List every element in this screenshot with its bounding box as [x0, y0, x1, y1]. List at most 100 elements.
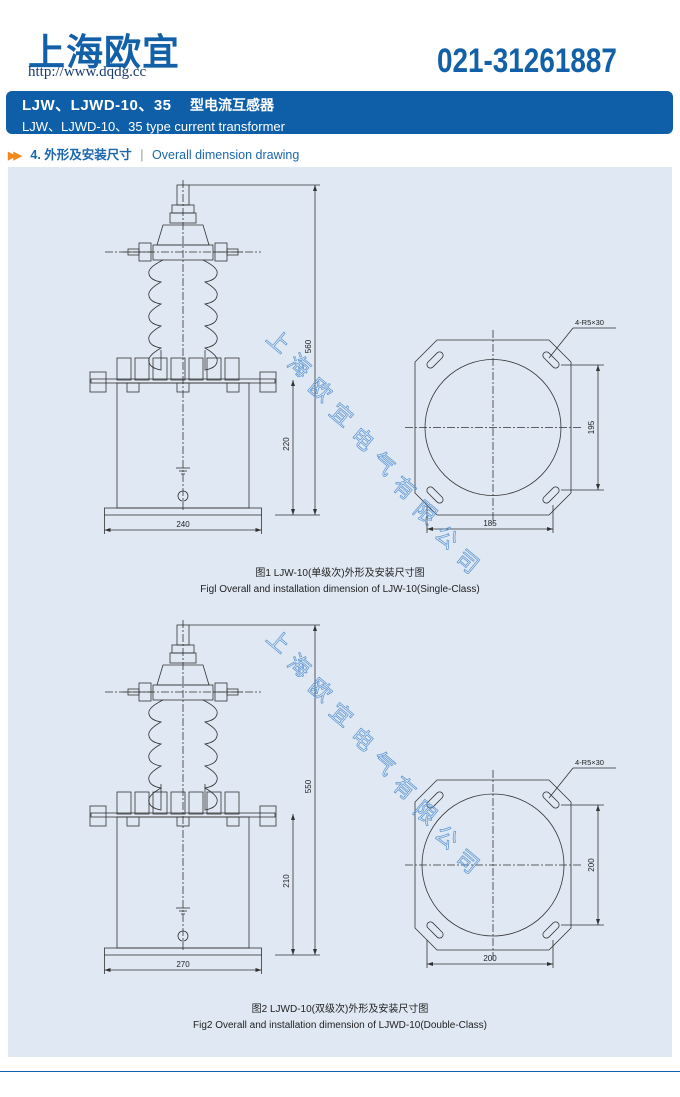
- figure-2: 550 210 270 200 200 4-R5×30 图2 LJWD-10(双…: [89, 620, 616, 1031]
- section-cn: 4. 外形及安装尺寸: [30, 148, 132, 162]
- secondary-terminal: [170, 357, 186, 381]
- insulator-cap: [156, 664, 210, 686]
- dim-plan-width: 185: [483, 519, 497, 528]
- title-bar: LJW、LJWD-10、35 型电流互感器 LJW、LJWD-10、35 typ…: [6, 91, 673, 134]
- terminal-nut: [138, 682, 152, 702]
- bolt: [89, 805, 107, 827]
- watermark-char: 海: [282, 650, 315, 683]
- drawing-line: [548, 767, 574, 799]
- watermark-char: 电: [345, 723, 378, 756]
- dim-box-height: 210: [282, 874, 291, 888]
- bolt: [226, 382, 240, 393]
- bottom-rule: [0, 1071, 680, 1072]
- watermark-char: 宜: [324, 399, 357, 432]
- secondary-terminal: [206, 357, 222, 381]
- caption-en: Figl Overall and installation dimension …: [200, 584, 479, 595]
- secondary-terminal: [152, 357, 168, 381]
- secondary-terminal: [206, 791, 222, 815]
- secondary-terminal: [188, 357, 204, 381]
- drawing-panel: [8, 167, 672, 1057]
- drawing-line: [548, 327, 574, 359]
- website-url[interactable]: http://www.dqdg.cc: [28, 64, 147, 80]
- dim-holes: 4-R5×30: [575, 318, 604, 327]
- mounting-slot: [542, 351, 560, 369]
- section-en: Overall dimension drawing: [152, 148, 300, 162]
- company-logo: 上海欧宜: [28, 31, 180, 74]
- secondary-terminal: [170, 791, 186, 815]
- terminal-rod: [176, 184, 190, 206]
- insulator-shed: [202, 259, 218, 371]
- dim-plan-height: 200: [587, 858, 596, 872]
- plan-outline: [414, 779, 572, 951]
- watermark-char: 公: [429, 521, 462, 554]
- model-title: LJW、LJWD-10、35: [22, 97, 172, 114]
- secondary-terminal: [134, 791, 150, 815]
- en-title: LJW、LJWD-10、35 type current transformer: [22, 119, 285, 134]
- watermark-char: 公: [429, 821, 462, 854]
- mounting-slot: [542, 486, 560, 504]
- secondary-terminal: [116, 791, 132, 815]
- bolt: [259, 371, 277, 393]
- dim-plan-height: 195: [587, 420, 596, 434]
- watermark-char: 司: [450, 846, 483, 879]
- watermark-char: 气: [366, 748, 399, 781]
- mounting-slot: [542, 791, 560, 809]
- watermark-char: 上: [261, 625, 294, 658]
- plan-circle: [421, 793, 565, 937]
- plan-circle: [424, 359, 562, 496]
- watermark-char: 气: [366, 448, 399, 481]
- separator: |: [140, 148, 144, 162]
- secondary-terminal: [134, 357, 150, 381]
- watermark-char: 司: [450, 546, 483, 579]
- caption-cn: 图1 LJW-10(单级次)外形及安装尺寸图: [255, 566, 424, 579]
- bolt: [89, 371, 107, 393]
- mounting-slot: [426, 791, 444, 809]
- watermark-char: 电: [345, 423, 378, 456]
- plan-outline: [414, 339, 572, 516]
- secondary-terminal: [152, 791, 168, 815]
- mounting-slot: [542, 921, 560, 939]
- dim-base-width: 270: [176, 960, 190, 969]
- mounting-plate: [90, 812, 276, 818]
- dim-height: 550: [304, 779, 313, 793]
- insulator-shed: [148, 699, 164, 811]
- mounting-slot: [426, 486, 444, 504]
- dim-height: 560: [304, 339, 313, 353]
- terminal-nut: [138, 242, 152, 262]
- mounting-slot: [426, 351, 444, 369]
- mounting-plate: [90, 378, 276, 384]
- insulator-shed: [202, 699, 218, 811]
- insulator-cap: [156, 224, 210, 246]
- bolt: [126, 382, 140, 393]
- figure-1: 560 220 240 185 195 4-R5×30 图1 LJW-10(单级…: [89, 180, 616, 595]
- bolt: [226, 816, 240, 827]
- bolt: [126, 816, 140, 827]
- insulator-shed: [148, 259, 164, 371]
- secondary-terminal: [224, 791, 240, 815]
- phone-number: 021-31261887: [437, 42, 617, 80]
- secondary-terminal: [224, 357, 240, 381]
- double-arrow-icon: ▶▶: [8, 150, 22, 162]
- secondary-terminal: [116, 357, 132, 381]
- dim-holes: 4-R5×30: [575, 758, 604, 767]
- watermark-char: 上: [261, 325, 294, 358]
- dim-plan-width: 200: [483, 954, 497, 963]
- dim-base-width: 240: [176, 520, 190, 529]
- mounting-slot: [426, 921, 444, 939]
- watermark-char: 宜: [324, 699, 357, 732]
- watermark-char: 欧: [303, 374, 336, 407]
- dim-box-height: 220: [282, 437, 291, 451]
- watermark-char: 限: [408, 797, 441, 830]
- terminal-nut: [214, 682, 228, 702]
- watermark-char: 欧: [303, 674, 336, 707]
- caption-cn: 图2 LJWD-10(双级次)外形及安装尺寸图: [252, 1002, 429, 1015]
- watermark-char: 海: [282, 350, 315, 383]
- watermark-char: 有: [387, 772, 420, 805]
- watermark-char: 限: [408, 497, 441, 530]
- terminal-nut: [214, 242, 228, 262]
- terminal-rod: [176, 624, 190, 646]
- cn-title: 型电流互感器: [190, 98, 274, 114]
- section-heading: ▶▶ 4. 外形及安装尺寸 | Overall dimension drawin…: [8, 144, 299, 163]
